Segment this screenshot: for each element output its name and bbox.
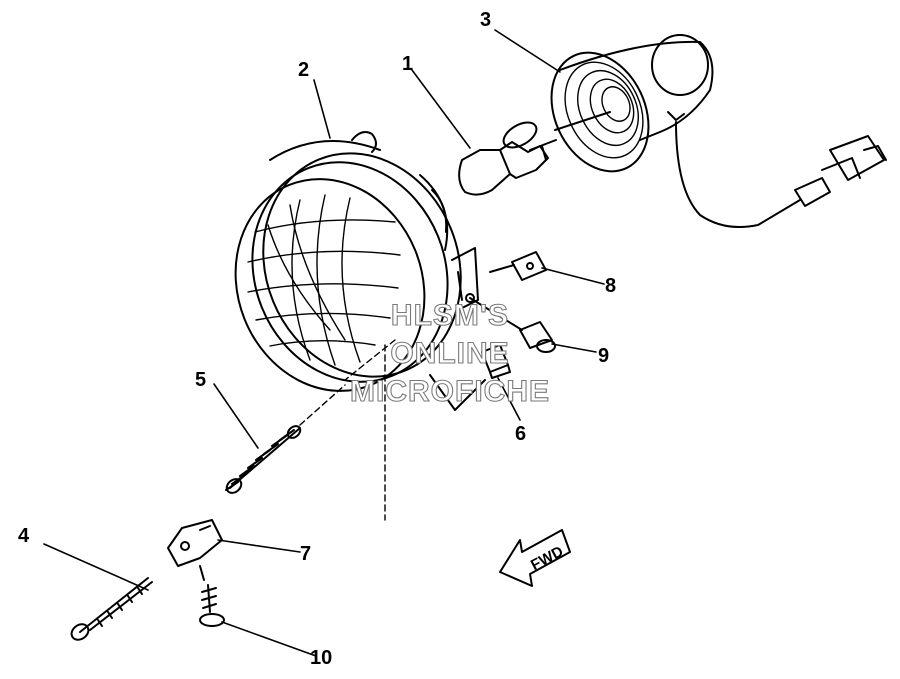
callout-7: 7 <box>300 543 311 565</box>
fwd-direction-arrow <box>499 529 571 587</box>
lower-screw-part <box>199 565 225 627</box>
fwd-label: FWD <box>528 543 566 574</box>
callout-3: 3 <box>480 9 491 31</box>
screw-part <box>465 293 556 353</box>
callout-10: 10 <box>310 647 332 669</box>
bulb-part <box>458 121 557 196</box>
headlight-housing-part <box>234 131 479 392</box>
callout-2: 2 <box>298 59 309 81</box>
bracket-nut-part <box>481 344 511 379</box>
watermark-line-1: HLSM'S <box>391 299 509 332</box>
callout-4: 4 <box>18 525 30 547</box>
leader-lines <box>43 29 605 657</box>
spring-part <box>225 425 302 494</box>
bracket-part <box>167 519 223 567</box>
callout-5: 5 <box>195 369 206 391</box>
callout-6: 6 <box>515 423 526 445</box>
adjusting-bolt-part <box>70 577 153 641</box>
socket-part <box>550 34 887 228</box>
callout-1: 1 <box>402 53 413 75</box>
watermark-line-2: ONLINE <box>390 337 509 370</box>
callout-9: 9 <box>598 345 609 367</box>
callout-8: 8 <box>605 275 616 297</box>
watermark-line-3: MICROFICHE <box>350 375 550 408</box>
clip-nut-part <box>489 251 547 281</box>
